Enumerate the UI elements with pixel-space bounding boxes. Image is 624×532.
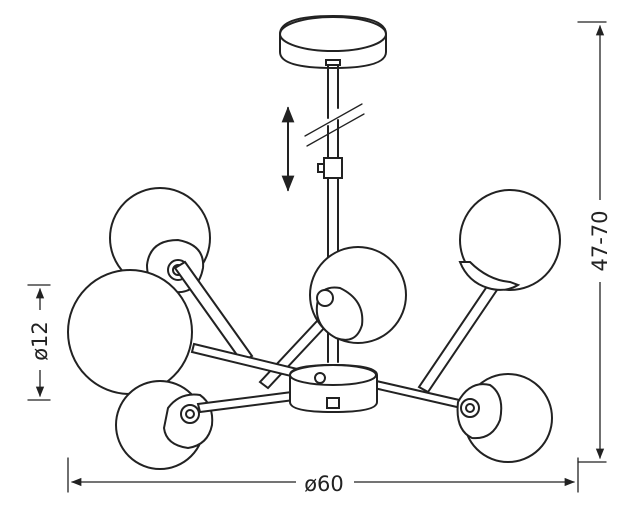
dimension-shade: ø12 <box>26 284 54 401</box>
arm-front-left-upper <box>173 260 254 364</box>
dimension-shade-label: ø12 <box>28 321 52 361</box>
globe-upper-right <box>458 189 561 291</box>
dimension-width: ø60 <box>67 457 579 496</box>
central-hub <box>289 363 378 414</box>
rod-break-line-1 <box>304 103 363 137</box>
arm-upper-right <box>417 283 499 394</box>
arm-front-lower-left <box>196 390 296 414</box>
globe-front-left-lower <box>115 380 214 470</box>
globe-lower-right <box>456 373 553 463</box>
dimension-height: 47-70 <box>577 21 614 463</box>
globe-back-center <box>309 246 407 344</box>
dimension-height-label: 47-70 <box>588 210 612 271</box>
ceiling-canopy <box>279 14 387 70</box>
globe-front-left-large <box>67 269 193 395</box>
rod-break-line-2 <box>306 113 365 147</box>
dimension-width-label: ø60 <box>304 472 344 496</box>
